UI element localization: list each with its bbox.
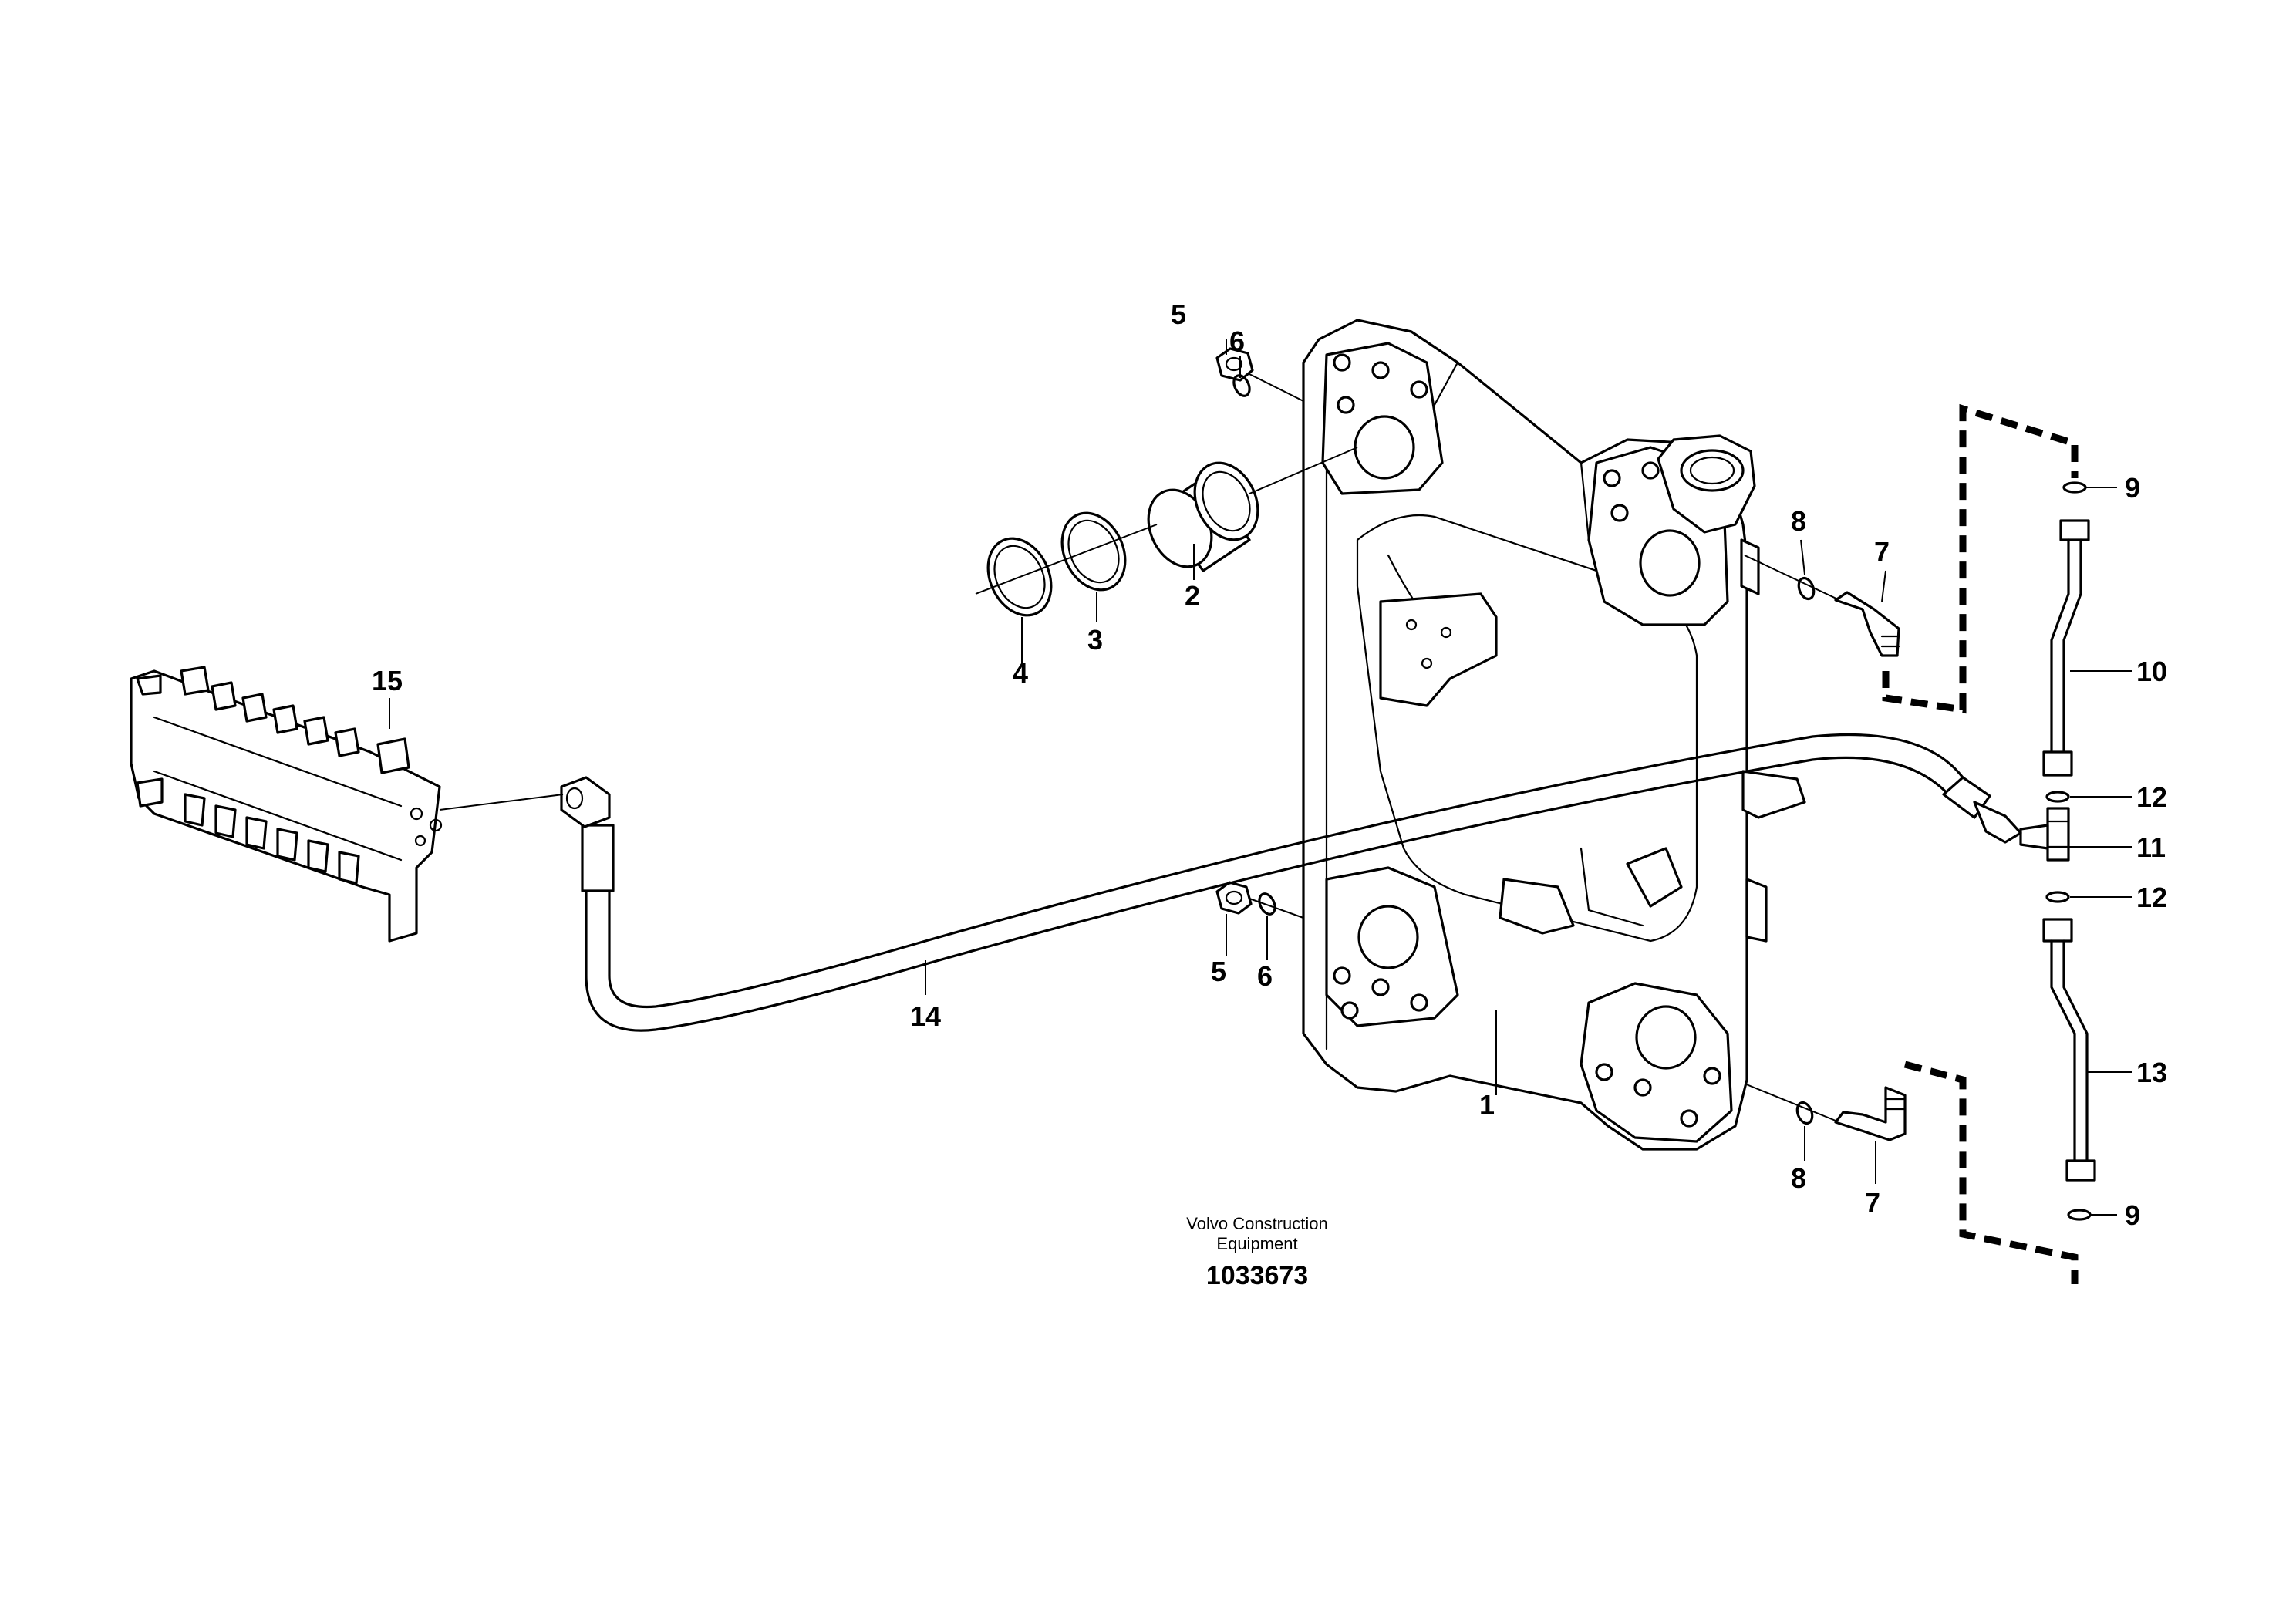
callout-7-bottom: 7 — [1865, 1187, 1880, 1219]
callout-11: 11 — [2136, 831, 2166, 863]
plug-part-5-top — [1215, 347, 1254, 382]
control-valve-part-15 — [130, 666, 564, 943]
oring-part-6-bottom — [1258, 892, 1276, 916]
callout-4: 4 — [1013, 657, 1028, 689]
break-line-top — [1882, 403, 2079, 714]
leader-lines — [389, 339, 2132, 1216]
oring-part-12-bottom — [2045, 891, 2070, 903]
callout-9-bottom: 9 — [2125, 1199, 2140, 1231]
oring-part-9-top — [2062, 481, 2087, 494]
callout-7-top: 7 — [1874, 536, 1890, 568]
oring-part-12-top — [2045, 791, 2070, 803]
elbow-fitting-part-7-top — [1834, 591, 1900, 657]
callout-labels: 1 2 3 4 5 6 5 6 8 7 8 7 9 10 12 11 12 13… — [372, 298, 2167, 1231]
callout-14: 14 — [910, 1000, 941, 1032]
callout-15: 15 — [372, 665, 403, 696]
oring-part-8-bottom — [1795, 1101, 1814, 1125]
callout-12-top: 12 — [2136, 781, 2167, 813]
callout-6-top: 6 — [1229, 325, 1245, 357]
plug-part-5-bottom — [1215, 881, 1253, 915]
valve-port-markers — [410, 807, 443, 847]
frame-part-1 — [1302, 319, 1806, 1151]
pipe-part-13 — [2042, 918, 2096, 1182]
manufacturer-line-1: Volvo Construction — [1186, 1214, 1327, 1233]
callout-6-bottom: 6 — [1257, 960, 1273, 992]
callout-13: 13 — [2136, 1057, 2167, 1088]
callout-1: 1 — [1479, 1089, 1495, 1121]
callout-3: 3 — [1087, 624, 1103, 656]
callout-12-bottom: 12 — [2136, 882, 2167, 913]
callout-9-top: 9 — [2125, 472, 2140, 504]
valve-spools — [180, 666, 410, 885]
pipe-part-10 — [2042, 519, 2090, 777]
callout-8-top: 8 — [1791, 505, 1806, 537]
seal-ring-part-3 — [1060, 511, 1127, 592]
callout-10: 10 — [2136, 656, 2167, 687]
diagram-footer: Volvo Construction Equipment 1033673 — [1186, 1214, 1327, 1290]
manufacturer-line-2: Equipment — [1216, 1234, 1297, 1253]
oring-part-6-top — [1232, 374, 1251, 397]
callout-2: 2 — [1185, 580, 1200, 612]
bushing-part-2 — [1147, 447, 1358, 572]
hose-part-14 — [560, 733, 2022, 1032]
elbow-fitting-part-7-bottom — [1834, 1086, 1907, 1141]
callout-5-bottom: 5 — [1211, 956, 1226, 987]
callout-8-bottom: 8 — [1791, 1162, 1806, 1194]
oring-part-8-top — [1797, 576, 1816, 601]
oring-part-9-bottom — [2067, 1209, 2092, 1221]
tee-fitting-part-11 — [2019, 807, 2070, 862]
callout-5-top: 5 — [1171, 298, 1186, 330]
break-line-bottom — [1903, 1061, 2079, 1284]
document-number: 1033673 — [1206, 1261, 1308, 1290]
